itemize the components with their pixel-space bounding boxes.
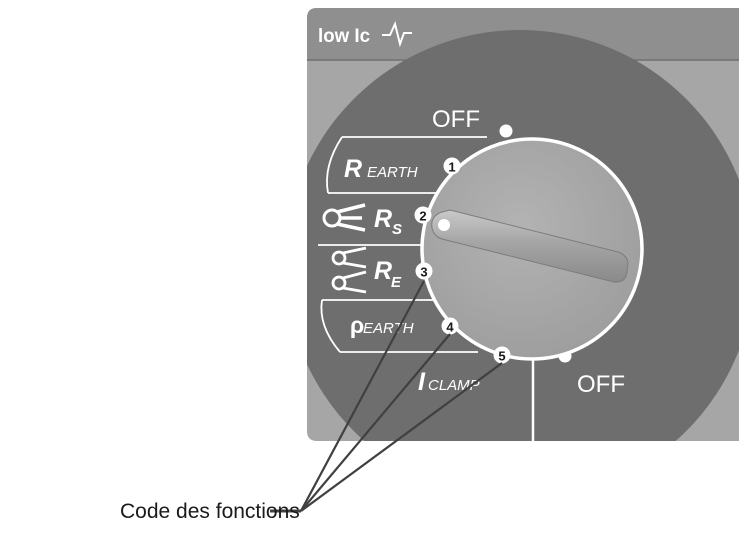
callout-label: Code des fonctions [120, 500, 300, 523]
function-bands [318, 136, 487, 353]
position-marker-3: 3 [415, 262, 433, 280]
position-marker-1: 1 [443, 157, 461, 175]
off-dot-top [499, 124, 513, 138]
double-clamp-icon [331, 246, 367, 294]
svg-text:EARTH: EARTH [363, 320, 414, 337]
svg-text:4: 4 [446, 320, 454, 335]
header-label: low Ic [318, 26, 370, 47]
position-marker-2: 2 [414, 206, 432, 224]
svg-text:EARTH: EARTH [367, 164, 418, 181]
position-2-label: R S [322, 203, 402, 238]
callout-leader-lines [270, 280, 503, 513]
knob-pointer-dot [438, 219, 450, 231]
svg-text:R: R [374, 205, 392, 233]
off-label-top: OFF [432, 106, 480, 133]
waveform-icon [382, 20, 412, 48]
svg-text:ρ: ρ [350, 312, 364, 338]
position-1-label: R EARTH [344, 155, 418, 183]
svg-text:R: R [344, 155, 362, 183]
svg-text:E: E [391, 274, 402, 291]
svg-text:S: S [392, 221, 402, 238]
position-3-label: R E [331, 246, 402, 294]
instrument-panel [307, 8, 739, 441]
knob-handle [431, 209, 629, 283]
rotary-knob[interactable] [420, 137, 644, 361]
svg-text:2: 2 [419, 209, 426, 224]
svg-text:R: R [374, 257, 392, 285]
svg-text:5: 5 [498, 349, 505, 364]
svg-text:I: I [418, 368, 426, 396]
svg-text:1: 1 [448, 160, 455, 175]
off-label-bottom: OFF [577, 371, 625, 398]
position-marker-5: 5 [493, 346, 511, 364]
clamp-icon [322, 203, 366, 232]
svg-text:3: 3 [420, 265, 427, 280]
position-marker-4: 4 [441, 317, 459, 335]
